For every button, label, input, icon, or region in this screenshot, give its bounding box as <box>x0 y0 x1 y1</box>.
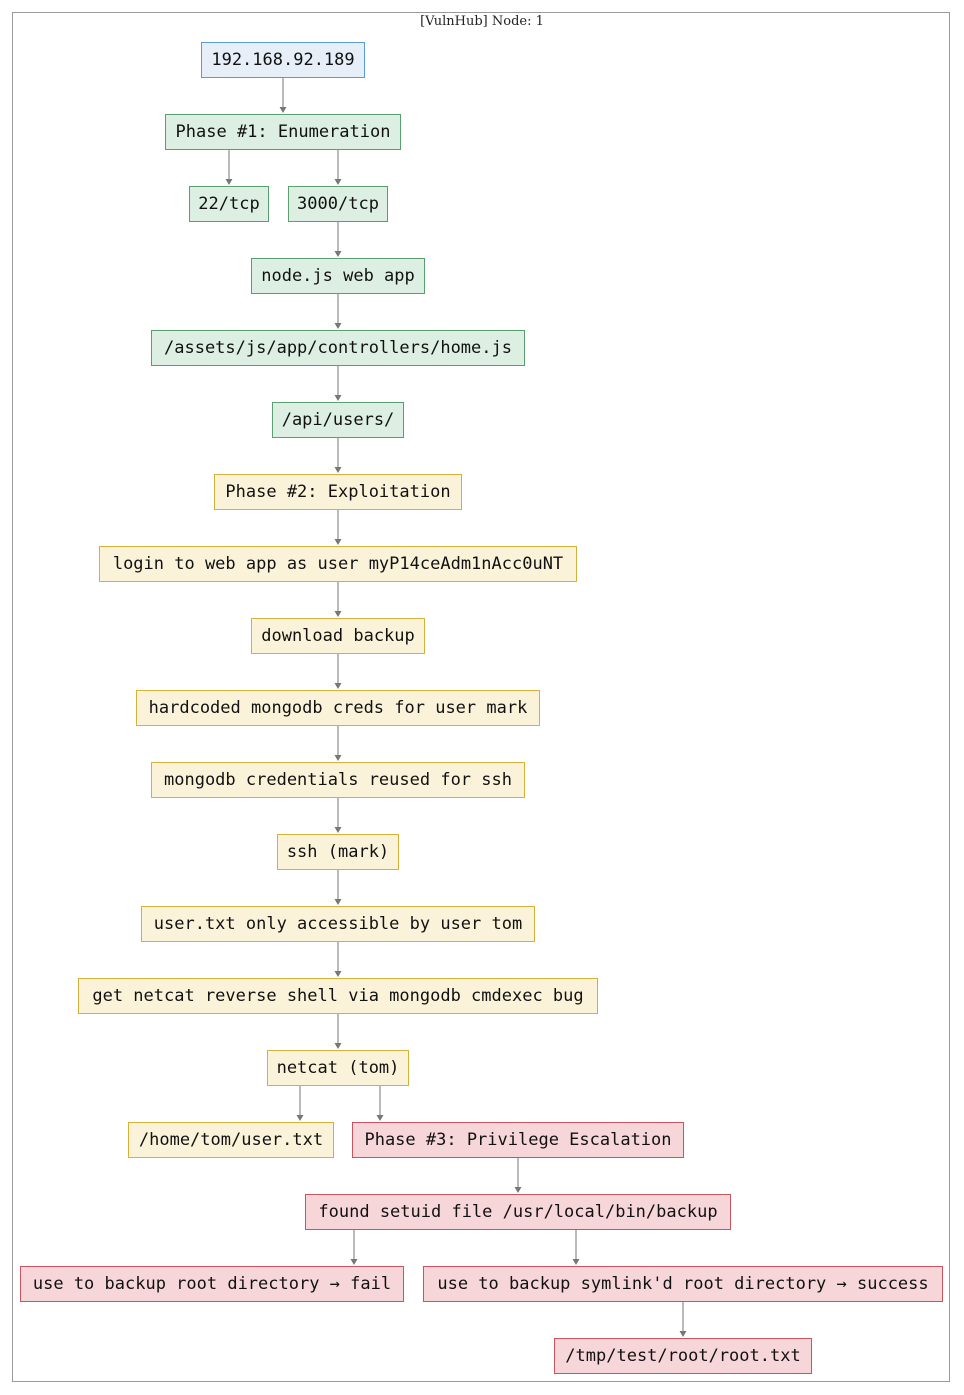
node-ip: 192.168.92.189 <box>201 42 365 78</box>
edge-backup-to-creds <box>334 654 342 689</box>
node-homeuser: /home/tom/user.txt <box>128 1122 334 1158</box>
diagram-frame <box>12 12 950 1382</box>
edge-p2-to-login <box>334 510 342 545</box>
node-node: node.js web app <box>251 258 425 294</box>
edge-p3-to-setuid <box>514 1158 522 1193</box>
node-root: /tmp/test/root/root.txt <box>554 1338 812 1374</box>
node-usertxt: user.txt only accessible by user tom <box>141 906 535 942</box>
node-homejs: /assets/js/app/controllers/home.js <box>151 330 525 366</box>
edge-ip-to-p1 <box>279 78 287 113</box>
edge-netcat-to-p3 <box>376 1086 384 1121</box>
edge-creds-to-reuse <box>334 726 342 761</box>
node-backup: download backup <box>251 618 425 654</box>
edge-ssh-to-usertxt <box>334 870 342 905</box>
node-creds: hardcoded mongodb creds for user mark <box>136 690 540 726</box>
edge-api-to-p2 <box>334 438 342 473</box>
node-p3: Phase #3: Privilege Escalation <box>352 1122 684 1158</box>
node-success: use to backup symlink'd root directory →… <box>423 1266 943 1302</box>
node-netcat-rs: get netcat reverse shell via mongodb cmd… <box>78 978 598 1014</box>
node-netcat: netcat (tom) <box>267 1050 409 1086</box>
edge-netcat_rs-to-netcat <box>334 1014 342 1049</box>
edge-p1-to-3000 <box>334 150 342 185</box>
edge-usertxt-to-netcat_rs <box>334 942 342 977</box>
node-22: 22/tcp <box>189 186 269 222</box>
edge-reuse-to-ssh <box>334 798 342 833</box>
node-ssh: ssh (mark) <box>277 834 399 870</box>
edge-node-to-homejs <box>334 294 342 329</box>
edge-setuid-to-success <box>572 1230 580 1265</box>
edge-3000-to-node <box>334 222 342 257</box>
node-login: login to web app as user myP14ceAdm1nAcc… <box>99 546 577 582</box>
edge-login-to-backup <box>334 582 342 617</box>
node-p1: Phase #1: Enumeration <box>165 114 401 150</box>
node-fail: use to backup root directory → fail <box>20 1266 404 1302</box>
node-3000: 3000/tcp <box>288 186 388 222</box>
node-reuse: mongodb credentials reused for ssh <box>151 762 525 798</box>
node-api: /api/users/ <box>272 402 404 438</box>
node-p2: Phase #2: Exploitation <box>214 474 462 510</box>
edge-homejs-to-api <box>334 366 342 401</box>
edge-success-to-root <box>679 1302 687 1337</box>
edge-p1-to-22 <box>225 150 233 185</box>
node-setuid: found setuid file /usr/local/bin/backup <box>305 1194 731 1230</box>
diagram-title: [VulnHub] Node: 1 <box>420 14 544 29</box>
edge-netcat-to-homeuser <box>296 1086 304 1121</box>
edge-setuid-to-fail <box>350 1230 358 1265</box>
